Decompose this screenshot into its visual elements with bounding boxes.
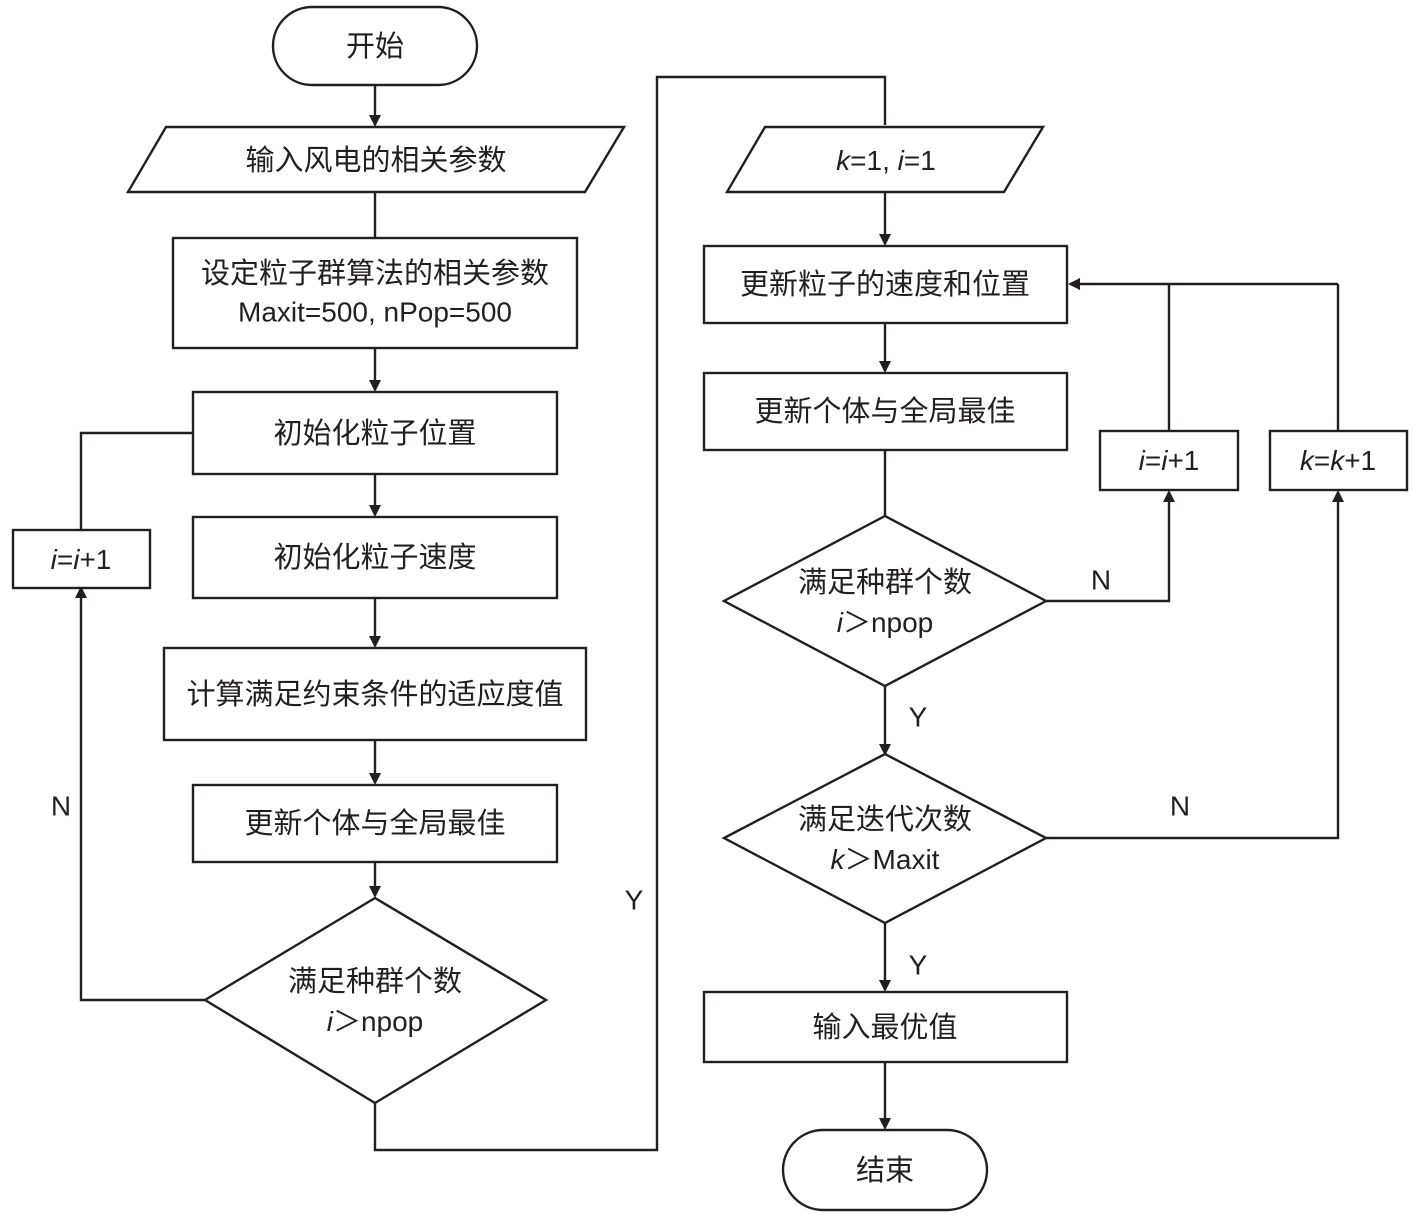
decision-pop-right-label-line2: i＞npop xyxy=(837,607,934,638)
node-set-params: 设定粒子群算法的相关参数 Maxit=500, nPop=500 xyxy=(171,236,579,350)
init-pos-label: 初始化粒子位置 xyxy=(273,416,476,450)
decision-iter-label-line1: 满足迭代次数 xyxy=(798,802,972,836)
output-best-label: 输入最优值 xyxy=(812,1010,957,1044)
label-iter-yes: Y xyxy=(909,950,928,981)
node-init-vel: 初始化粒子速度 xyxy=(191,515,559,600)
update-best-left-label: 更新个体与全局最佳 xyxy=(244,806,505,840)
update-best-right-label: 更新个体与全局最佳 xyxy=(754,394,1015,428)
init-ki-label: k=1, i=1 xyxy=(836,145,936,176)
node-init-pos: 初始化粒子位置 xyxy=(191,390,559,476)
set-params-label-line1: 设定粒子群算法的相关参数 xyxy=(201,256,549,290)
node-update-vel-pos: 更新粒子的速度和位置 xyxy=(702,244,1069,325)
node-start: 开始 xyxy=(271,5,479,87)
node-output-best: 输入最优值 xyxy=(702,990,1069,1064)
edge-left-decision-yes-to-init-ki xyxy=(373,75,887,1152)
label-iter-no: N xyxy=(1170,791,1190,822)
node-input-wind: 输入风电的相关参数 xyxy=(125,125,627,194)
label-left-yes: Y xyxy=(625,885,644,916)
set-params-label-line2: Maxit=500, nPop=500 xyxy=(238,297,512,328)
node-incr-i-right: i=i+1 xyxy=(1098,429,1240,492)
connectors xyxy=(75,75,1344,1152)
edge-left-incr-to-initpos xyxy=(79,431,193,530)
node-update-best-right: 更新个体与全局最佳 xyxy=(702,371,1069,452)
incr-i-right-label: i=i+1 xyxy=(1139,445,1200,476)
decision-iter-label-line2: k＞Maxit xyxy=(831,844,940,875)
label-right-pop-yes: Y xyxy=(909,702,928,733)
node-decision-pop-right: 满足种群个数 i＞npop xyxy=(721,514,1049,688)
incr-k-label: k=k+1 xyxy=(1300,445,1376,476)
node-incr-k: k=k+1 xyxy=(1268,429,1409,492)
update-vel-pos-label: 更新粒子的速度和位置 xyxy=(740,267,1030,301)
edge-left-decision-no-to-incr xyxy=(75,586,205,1002)
start-label: 开始 xyxy=(346,29,404,63)
node-incr-i-left: i=i+1 xyxy=(11,528,152,590)
decision-pop-left-label-line1: 满足种群个数 xyxy=(288,964,462,998)
node-calc-fitness: 计算满足约束条件的适应度值 xyxy=(162,646,588,742)
end-label: 结束 xyxy=(856,1153,914,1187)
label-left-no: N xyxy=(51,791,71,822)
incr-i-left-label: i=i+1 xyxy=(51,544,112,575)
node-decision-pop-left: 满足种群个数 i＞npop xyxy=(202,896,549,1105)
node-decision-iter: 满足迭代次数 k＞Maxit xyxy=(721,752,1049,925)
decision-pop-left-label-line2: i＞npop xyxy=(327,1006,424,1037)
node-init-ki: k=1, i=1 xyxy=(724,125,1046,194)
edge-iter-no-to-incr-k xyxy=(1046,490,1344,840)
edge-right-pop-no-to-incr-i xyxy=(1046,490,1175,603)
label-right-pop-no: N xyxy=(1091,565,1111,596)
node-end: 结束 xyxy=(781,1128,989,1212)
decision-pop-right-label-line1: 满足种群个数 xyxy=(798,565,972,599)
init-vel-label: 初始化粒子速度 xyxy=(273,540,476,574)
calc-fitness-label: 计算满足约束条件的适应度值 xyxy=(186,677,563,711)
node-update-best-left: 更新个体与全局最佳 xyxy=(191,783,559,864)
input-wind-label: 输入风电的相关参数 xyxy=(245,143,506,177)
